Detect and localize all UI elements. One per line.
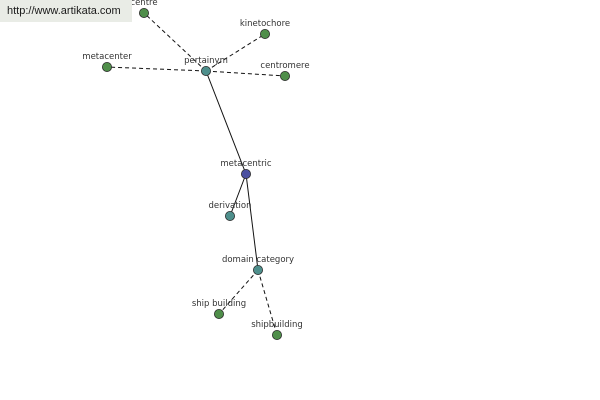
node-label-metacentric: metacentric	[220, 159, 272, 169]
edge-domain-category-to-shipbuilding	[257, 269, 278, 336]
nodes-layer	[102, 7, 290, 340]
node-label-pertainym: pertainym	[184, 56, 228, 66]
node-metacentric[interactable]	[240, 168, 251, 179]
node-centromere[interactable]	[279, 71, 290, 82]
node-label-ship-building: ship building	[192, 299, 246, 309]
node-label-centre: centre	[130, 0, 157, 8]
node-ship-building[interactable]	[213, 308, 224, 319]
node-label-centromere: centromere	[260, 61, 309, 71]
node-label-kinetochore: kinetochore	[240, 19, 290, 29]
node-label-shipbuilding: shipbuilding	[251, 320, 303, 330]
node-kinetochore[interactable]	[259, 28, 270, 39]
edge-pertainym-to-centromere	[205, 70, 286, 77]
edge-metacentric-to-derivation	[229, 173, 247, 217]
edge-pertainym-to-kinetochore	[205, 33, 266, 72]
node-domain-category[interactable]	[252, 264, 263, 275]
node-centre[interactable]	[138, 7, 149, 18]
node-label-derivation: derivation	[208, 201, 251, 211]
edge-pertainym-to-centre	[143, 12, 207, 72]
edge-metacentric-to-pertainym	[205, 70, 247, 175]
labels-layer: metacentric pertainym derivation domain cat…	[82, 0, 309, 330]
node-pertainym[interactable]	[200, 66, 211, 77]
node-shipbuilding[interactable]	[271, 329, 282, 340]
edge-metacentric-to-domain-category	[245, 173, 259, 271]
edge-pertainym-to-metacenter	[106, 66, 207, 72]
node-metacenter[interactable]	[102, 62, 113, 73]
source-url-link[interactable]: http://www.artikata.com	[0, 0, 132, 22]
edge-domain-category-to-ship-building	[218, 269, 259, 315]
node-derivation[interactable]	[224, 210, 235, 221]
node-label-domain-category: domain category	[222, 255, 294, 265]
node-label-metacenter: metacenter	[82, 52, 132, 62]
edges-layer	[106, 12, 286, 336]
